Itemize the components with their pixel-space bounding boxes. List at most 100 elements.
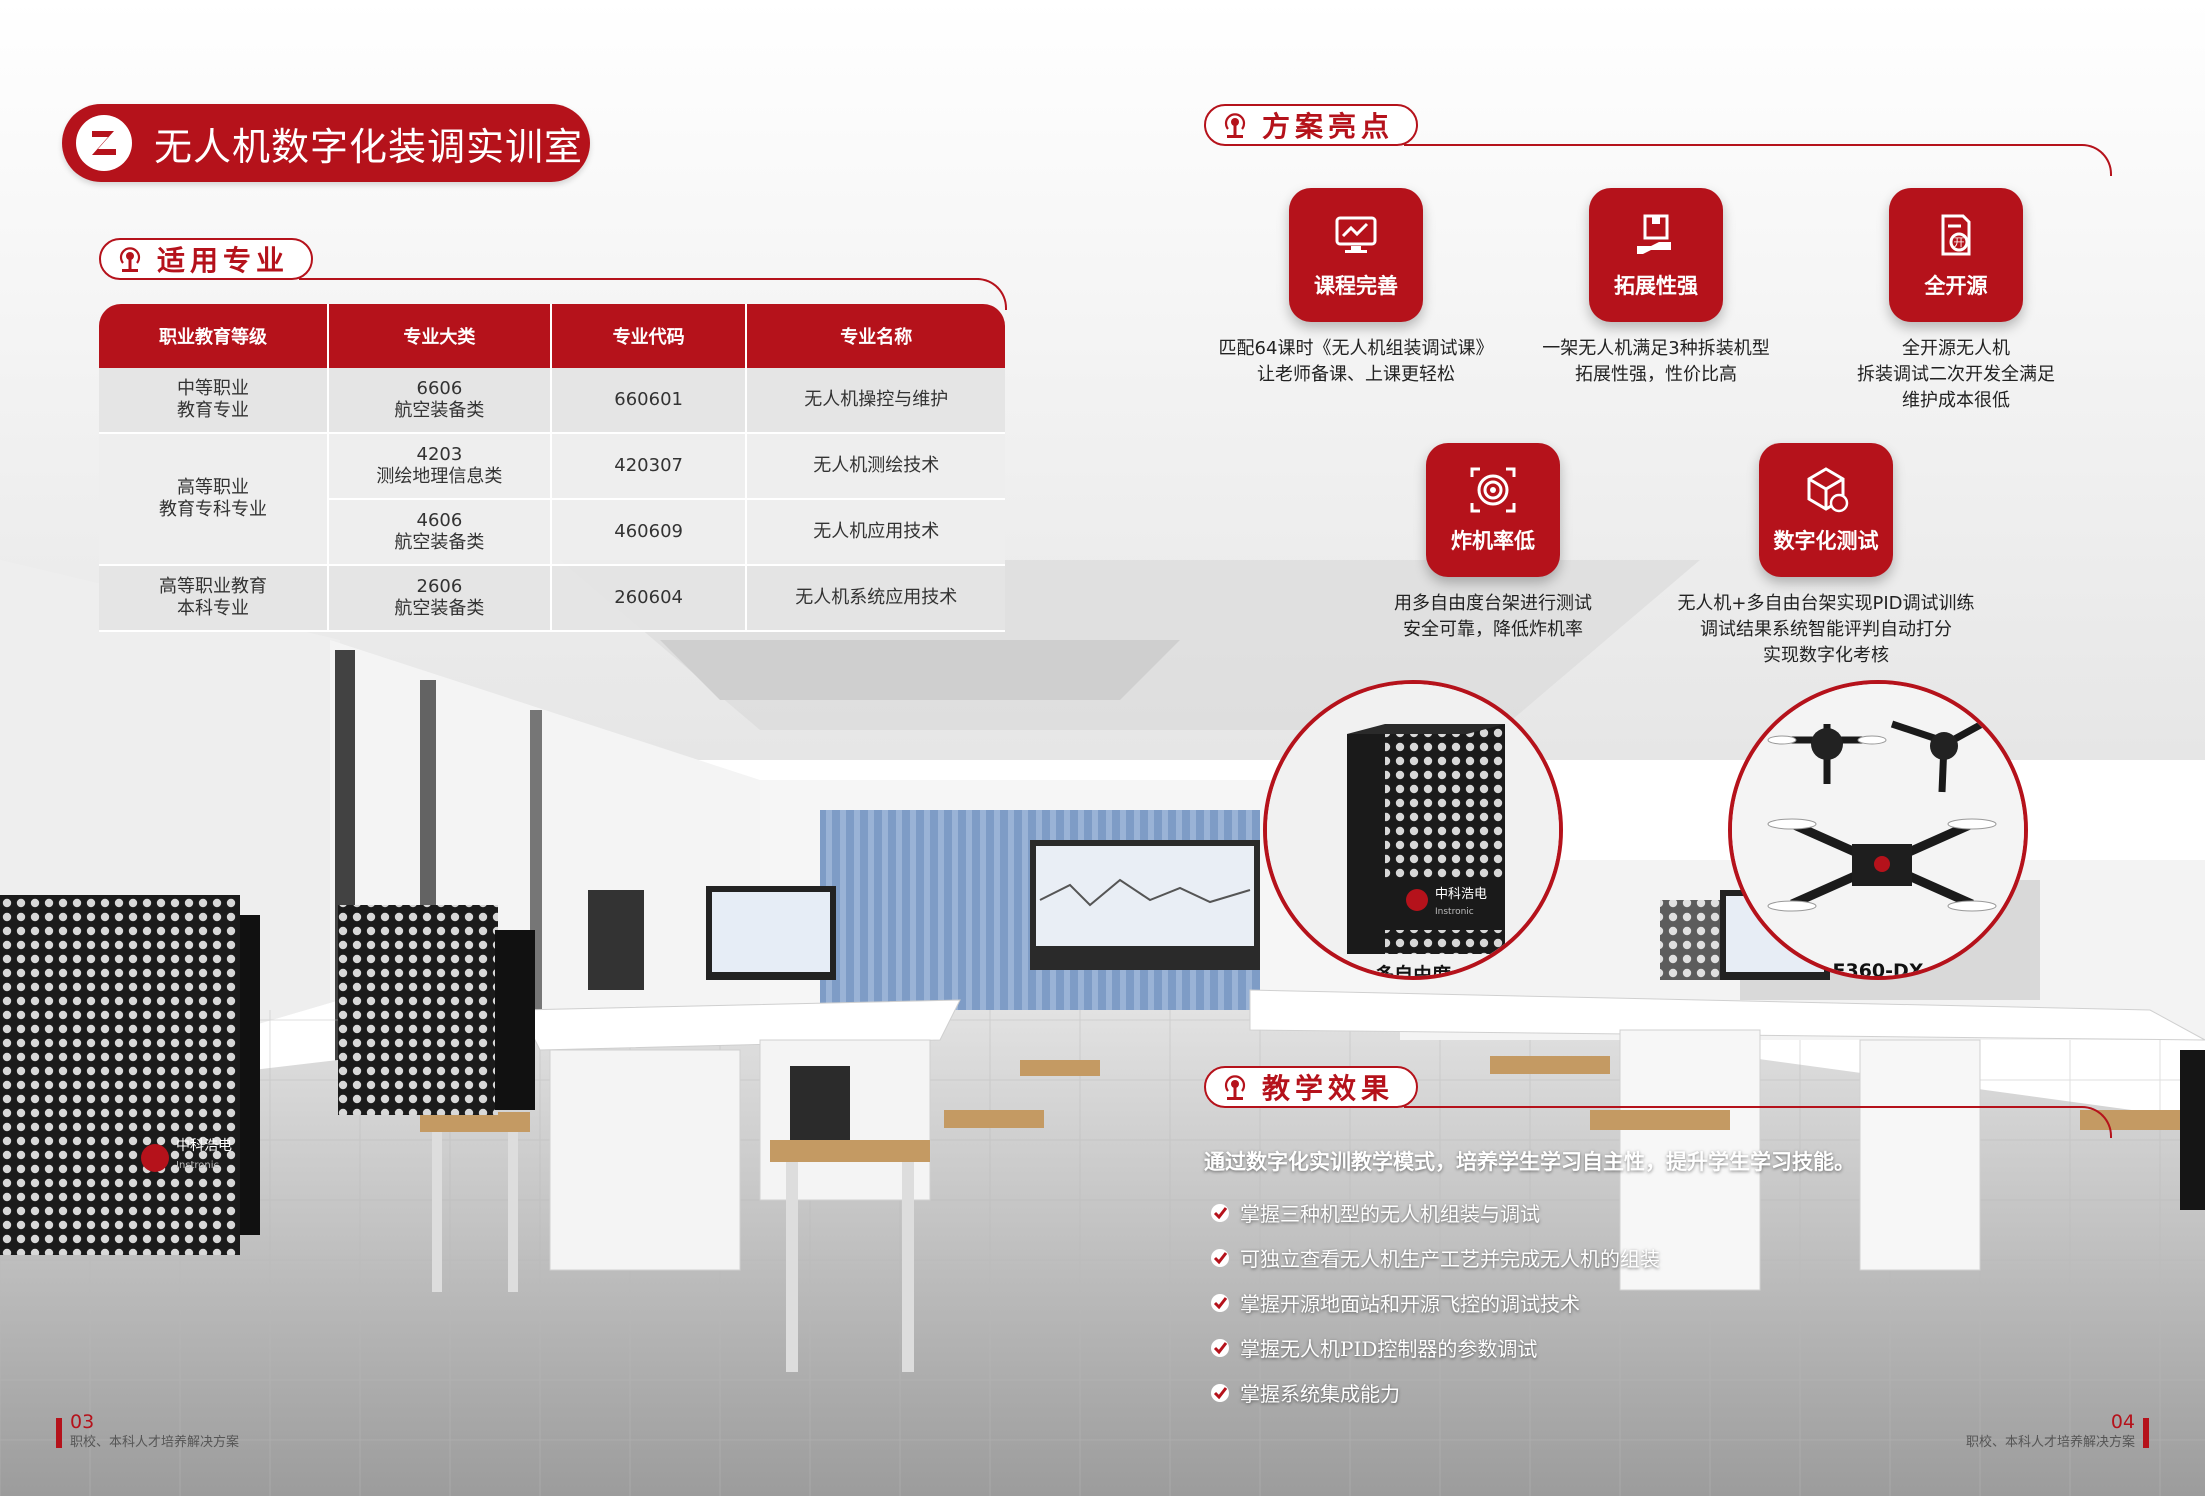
page-title-pill: 无人机数字化装调实训室: [62, 104, 590, 182]
table-cell-category: 2606 航空装备类: [329, 566, 552, 632]
check-icon: [1211, 1203, 1229, 1222]
highlight-digital-test: 数字化测试 无人机+多自由台架实现PID调试训练 调试结果系统智能评判自动打分 …: [1656, 443, 1996, 669]
highlight-desc-line: 调试结果系统智能评判自动打分: [1700, 619, 1952, 640]
table-row: 高等职业 教育专科专业 4203 测绘地理信息类 420307 无人机测绘技术: [99, 434, 1005, 566]
effects-list: 掌握三种机型的无人机组装与调试 可独立查看无人机生产工艺并完成无人机的组装 掌握…: [1210, 1190, 1660, 1415]
highlight-desc: 匹配64课时《无人机组装调试课》 让老师备课、上课更轻松: [1186, 336, 1526, 388]
rig-product-circle: 中科浩电 Instronic 多自由度: [1263, 680, 1563, 980]
effect-text: 掌握系统集成能力: [1240, 1382, 1400, 1406]
highlight-card: 数字化测试: [1759, 443, 1893, 577]
footer-text-right: 职校、本科人才培养解决方案: [1965, 1435, 2135, 1450]
drone-label: E360-DX: [1832, 960, 1924, 980]
check-icon: [1211, 1383, 1229, 1402]
table-row: 4606 航空装备类 460609 无人机应用技术: [99, 500, 1005, 566]
table-cell-level: 高等职业教育 本科专业: [99, 566, 330, 632]
table-cell-name: 无人机系统应用技术: [747, 566, 1005, 632]
highlight-low-crash: 炸机率低 用多自由度台架进行测试 安全可靠，降低炸机率: [1323, 443, 1663, 643]
section-divider: [1404, 1106, 2080, 1108]
highlight-open-source: 开 全开源 全开源无人机 拆装调试二次开发全满足 维护成本很低: [1786, 188, 2126, 414]
cabinet-brand-cn: 中科浩电: [176, 1138, 232, 1154]
cube-chat-icon: [1807, 467, 1849, 513]
table-cell-name: 无人机应用技术: [747, 500, 1005, 566]
broadcast-icon: [1224, 1075, 1246, 1100]
svg-text:开: 开: [1954, 236, 1965, 249]
highlight-desc-line: 一架无人机满足3种拆装机型: [1542, 338, 1770, 359]
rig-brand-cn: 中科浩电: [1435, 887, 1487, 902]
highlight-desc-line: 全开源无人机: [1902, 338, 2010, 359]
highlight-card: 开 全开源: [1889, 188, 2023, 322]
list-item: 掌握无人机PID控制器的参数调试: [1210, 1325, 1660, 1370]
table-cell-category: 4606 航空装备类: [329, 500, 552, 566]
section-header-effects: 教学效果: [1204, 1066, 2112, 1138]
section-divider: [299, 278, 979, 280]
table-header: 专业名称: [747, 304, 1005, 368]
table-row: 高等职业教育 本科专业 2606 航空装备类 260604 无人机系统应用技术: [99, 566, 1005, 632]
section-pill: 教学效果: [1204, 1066, 1419, 1108]
rig-cabinet-image: 中科浩电 Instronic: [1267, 684, 1559, 976]
footer-left: 03 职校、本科人才培养解决方案: [70, 1411, 240, 1451]
table-cell-code: 460609: [551, 500, 748, 566]
list-item: 可独立查看无人机生产工艺并完成无人机的组装: [1210, 1235, 1660, 1280]
table-header: 专业大类: [329, 304, 552, 368]
footer-bar-left: [56, 1418, 62, 1448]
section-pill: 方案亮点: [1204, 104, 1419, 146]
effect-text: 掌握无人机PID控制器的参数调试: [1240, 1337, 1538, 1361]
check-icon: [1211, 1248, 1229, 1267]
highlight-desc-line: 拓展性强，性价比高: [1575, 364, 1737, 385]
highlight-title: 课程完善: [1314, 274, 1398, 298]
footer-bar-right: [2143, 1418, 2149, 1448]
target-icon: [1470, 467, 1516, 513]
highlight-title: 全开源: [1924, 274, 1988, 298]
highlight-desc-line: 让老师备课、上课更轻松: [1257, 364, 1455, 385]
table-cell-category: 6606 航空装备类: [329, 368, 552, 434]
highlight-desc-line: 用多自由度台架进行测试: [1394, 593, 1592, 614]
footer-text-left: 职校、本科人才培养解决方案: [70, 1435, 240, 1450]
majors-table: 职业教育等级 专业大类 专业代码 专业名称 中等职业 教育专业 6606 航空装…: [99, 304, 1005, 632]
table-cell-level: 高等职业 教育专科专业: [99, 434, 330, 566]
list-item: 掌握开源地面站和开源飞控的调试技术: [1210, 1280, 1660, 1325]
highlight-desc: 用多自由度台架进行测试 安全可靠，降低炸机率: [1323, 591, 1663, 643]
section-title-majors: 适用专业: [157, 244, 290, 277]
highlight-title: 数字化测试: [1773, 529, 1879, 553]
highlight-desc: 无人机+多自由台架实现PID调试训练 调试结果系统智能评判自动打分 实现数字化考…: [1656, 591, 1996, 669]
effect-text: 掌握三种机型的无人机组装与调试: [1240, 1202, 1540, 1226]
check-icon: [1211, 1338, 1229, 1357]
effect-text: 可独立查看无人机生产工艺并完成无人机的组装: [1240, 1247, 1660, 1271]
highlight-card: 拓展性强: [1589, 188, 1723, 322]
broadcast-icon: [1224, 113, 1246, 138]
highlight-desc-line: 无人机+多自由台架实现PID调试训练: [1677, 593, 1975, 614]
section-divider: [1404, 144, 2080, 146]
table-cell-name: 无人机操控与维护: [747, 368, 1005, 434]
highlight-desc: 一架无人机满足3种拆装机型 拓展性强，性价比高: [1486, 336, 1826, 388]
broadcast-icon: [119, 247, 141, 272]
table-cell-name: 无人机测绘技术: [747, 434, 1005, 500]
effect-text: 掌握开源地面站和开源飞控的调试技术: [1240, 1292, 1580, 1316]
table-row: 中等职业 教育专业 6606 航空装备类 660601 无人机操控与维护: [99, 368, 1005, 434]
table-cell-category: 4203 测绘地理信息类: [329, 434, 552, 500]
rig-brand-en: Instronic: [1435, 907, 1474, 917]
highlight-course: 课程完善 匹配64课时《无人机组装调试课》 让老师备课、上课更轻松: [1186, 188, 1526, 388]
section-header-highlights: 方案亮点: [1204, 104, 2112, 176]
list-item: 掌握三种机型的无人机组装与调试: [1210, 1190, 1660, 1235]
table-cell-code: 660601: [551, 368, 748, 434]
highlight-title: 拓展性强: [1614, 274, 1698, 298]
table-header: 专业代码: [551, 304, 748, 368]
cabinet-brand-en: Instronic: [176, 1160, 219, 1171]
brand-logo-icon: [76, 115, 132, 171]
highlight-desc-line: 维护成本很低: [1902, 390, 2010, 411]
highlight-desc-line: 安全可靠，降低炸机率: [1403, 619, 1583, 640]
drone-kit-image: [1732, 684, 2024, 976]
highlight-extensibility: 拓展性强 一架无人机满足3种拆装机型 拓展性强，性价比高: [1486, 188, 1826, 388]
table-cell-code: 420307: [551, 434, 748, 500]
highlight-desc-line: 匹配64课时《无人机组装调试课》: [1218, 338, 1494, 359]
section-pill: 适用专业: [99, 238, 314, 280]
table-cell-level: 中等职业 教育专业: [99, 368, 330, 434]
table-cell-code: 260604: [551, 566, 748, 632]
hand-box-icon: [1637, 214, 1671, 254]
page-number-left: 03: [70, 1411, 95, 1433]
section-title-highlights: 方案亮点: [1262, 110, 1395, 143]
drone-product-circle: E360-DX: [1728, 680, 2028, 980]
page-title: 无人机数字化装调实训室: [154, 124, 584, 169]
